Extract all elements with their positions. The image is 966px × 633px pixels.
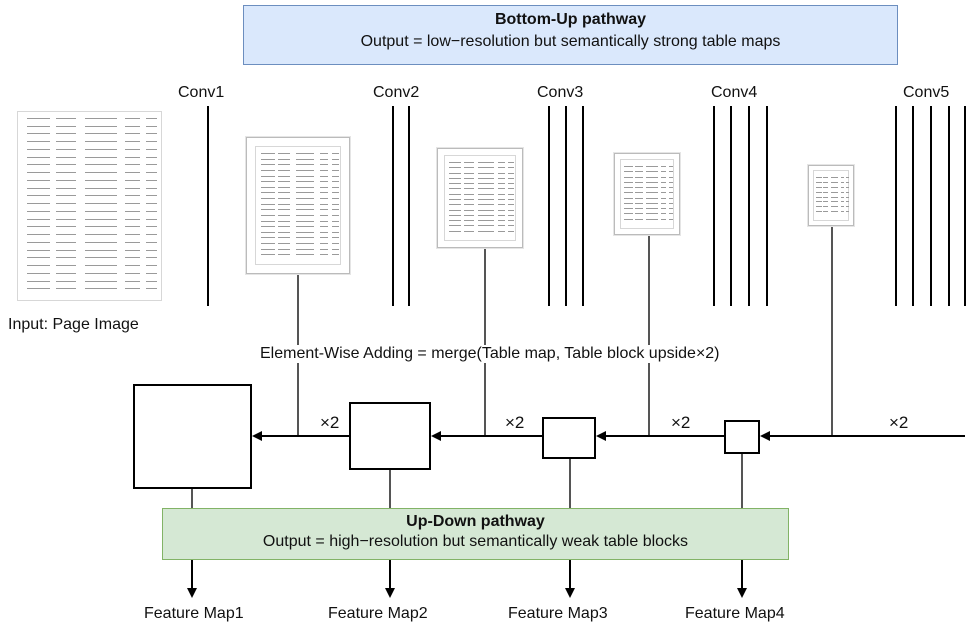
table-map-conv3 bbox=[437, 148, 523, 248]
bottom-up-subtitle: Output = low−resolution but semantically… bbox=[360, 33, 781, 50]
bottom-up-title: Bottom-Up pathway bbox=[494, 11, 647, 28]
upsample-label-2: ×2 bbox=[505, 413, 525, 432]
input-page-image bbox=[17, 111, 162, 301]
conv5-label: Conv5 bbox=[903, 84, 950, 101]
output-arrows bbox=[187, 560, 747, 598]
conv1-label: Conv1 bbox=[178, 84, 225, 101]
upsample-label-4: ×2 bbox=[889, 413, 909, 432]
table-map-conv4 bbox=[614, 153, 680, 235]
up-down-title: Up-Down pathway bbox=[406, 513, 545, 530]
upsample-label-3: ×2 bbox=[671, 413, 691, 432]
merge-label: Element-Wise Adding = merge(Table map, T… bbox=[258, 345, 722, 363]
conv4-layer bbox=[713, 106, 768, 306]
feature-map-1-label: Feature Map1 bbox=[144, 605, 244, 622]
table-block-3 bbox=[542, 417, 596, 459]
table-map-conv5 bbox=[808, 165, 854, 226]
conv2-label: Conv2 bbox=[373, 84, 420, 101]
upsample-label-1: ×2 bbox=[320, 413, 340, 432]
feature-map-2-label: Feature Map2 bbox=[328, 605, 428, 622]
table-block-1 bbox=[133, 384, 252, 489]
block-connectors bbox=[191, 453, 743, 508]
input-label: Input: Page Image bbox=[8, 316, 139, 333]
conv3-label: Conv3 bbox=[537, 84, 584, 101]
up-down-subtitle: Output = high−resolution but semanticall… bbox=[262, 533, 689, 550]
feature-map-4-label: Feature Map4 bbox=[685, 605, 785, 622]
bottom-up-pathway-box: Bottom-Up pathway Output = low−resolutio… bbox=[243, 5, 898, 65]
up-down-pathway-box: Up-Down pathway Output = high−resolution… bbox=[162, 508, 789, 560]
feature-map-3-label: Feature Map3 bbox=[508, 605, 608, 622]
table-block-2 bbox=[349, 402, 431, 470]
table-map-conv2 bbox=[246, 137, 350, 274]
conv5-layer bbox=[895, 106, 966, 306]
conv2-layer bbox=[392, 106, 410, 306]
table-block-4 bbox=[724, 420, 760, 454]
conv3-layer bbox=[548, 106, 584, 306]
conv4-label: Conv4 bbox=[711, 84, 758, 101]
